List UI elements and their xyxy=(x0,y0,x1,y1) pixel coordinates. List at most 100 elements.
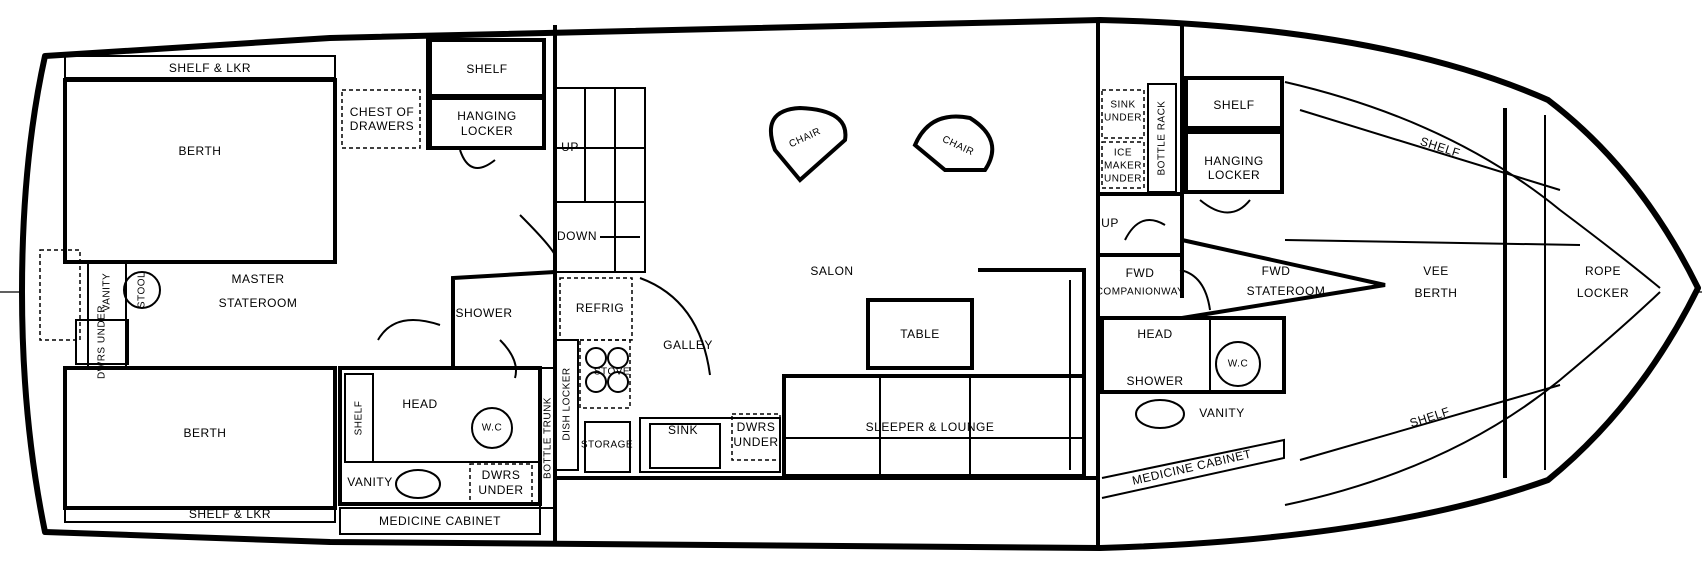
label-bottle-trunk: BOTTLE TRUNK xyxy=(543,397,554,479)
label-shelf-lkr-top: SHELF & LKR xyxy=(169,61,251,75)
lounge-back xyxy=(978,268,1086,476)
medicine-cabinet-fwd xyxy=(1101,438,1285,499)
stool-circle xyxy=(123,271,161,309)
shelf-lkr-bottom xyxy=(64,507,336,523)
label-shelf-aft: SHELF xyxy=(466,62,507,76)
chair-1 xyxy=(769,105,848,183)
label-dwrs-head-2: UNDER xyxy=(478,483,523,497)
label-hanging-aft-2: LOCKER xyxy=(461,124,513,138)
storage-box xyxy=(584,421,631,473)
shelf-fwd-box xyxy=(1184,76,1284,130)
companionway-arc xyxy=(1179,269,1211,311)
label-up-fwd: UP xyxy=(1101,216,1119,230)
up-fwd-arc xyxy=(1124,219,1166,241)
dwrs-galley-box xyxy=(731,413,781,461)
label-head-shower-1: HEAD xyxy=(1137,327,1172,341)
label-locker: LOCKER xyxy=(1577,286,1629,300)
label-sink-under-1: SINK xyxy=(1110,100,1135,111)
vee-berth-lower-2 xyxy=(1299,384,1561,461)
hull-contour-lower xyxy=(1284,291,1661,506)
door-arc-shower xyxy=(499,339,517,379)
label-berth-upper: BERTH xyxy=(179,144,222,158)
label-stateroom-fwd: STATEROOM xyxy=(1247,284,1326,298)
door-arc-head xyxy=(377,319,441,341)
label-vee: VEE xyxy=(1423,264,1449,278)
label-stool: STOOL xyxy=(137,272,148,308)
shower-aft-box xyxy=(451,270,556,368)
label-bottle-rack: BOTTLE RACK xyxy=(1157,101,1168,176)
label-vanity-aft: VANITY xyxy=(102,273,113,311)
door-arc-stairs xyxy=(519,214,556,256)
label-chest-1: CHEST OF xyxy=(350,105,414,119)
vanity-aft-box xyxy=(87,261,127,369)
chair-2 xyxy=(912,114,995,172)
medicine-cabinet-aft xyxy=(339,507,541,535)
label-hanging-aft-1: HANGING xyxy=(457,109,517,123)
label-stateroom-aft: STATEROOM xyxy=(219,296,298,310)
label-shower-aft: SHOWER xyxy=(456,306,513,320)
label-wc-fwd: W.C xyxy=(1228,359,1248,370)
label-head-aft: HEAD xyxy=(402,397,437,411)
label-sink-under-2: UNDER xyxy=(1104,113,1142,124)
stove-box xyxy=(579,339,631,409)
label-stove: STOVE xyxy=(594,367,630,378)
label-ice-3: UNDER xyxy=(1104,174,1142,185)
label-sleeper: SLEEPER & LOUNGE xyxy=(866,420,995,434)
label-dish-locker: DISH LOCKER xyxy=(562,367,573,440)
label-medicine-aft: MEDICINE CABINET xyxy=(379,514,501,528)
ice-maker-box xyxy=(1101,141,1145,189)
hull-contour-upper xyxy=(1284,81,1661,289)
label-shelf-fwd: SHELF xyxy=(1213,98,1254,112)
vanity-fwd-sink xyxy=(1135,399,1185,429)
dish-locker-box xyxy=(555,339,579,471)
label-companionway: COMPANIONWAY xyxy=(1096,287,1185,298)
hanging-locker-fwd-box xyxy=(1184,130,1284,194)
label-galley: GALLEY xyxy=(663,338,713,352)
label-table: TABLE xyxy=(900,327,940,341)
fwd-stateroom-wedge xyxy=(1181,238,1386,320)
label-chest-2: DRAWERS xyxy=(350,119,414,133)
table-box xyxy=(866,298,974,370)
label-ice-2: MAKER xyxy=(1104,161,1142,172)
label-rope: ROPE xyxy=(1585,264,1621,278)
galley-door-arc xyxy=(639,277,711,376)
dwrs-under-aft-box xyxy=(75,319,129,365)
label-dwrs-head-1: DWRS xyxy=(482,468,521,482)
stool-area xyxy=(39,249,81,341)
dwrs-head-box xyxy=(469,463,533,505)
berth-upper-box xyxy=(63,78,337,264)
label-dwrs-under-aft: DWRS UNDER xyxy=(97,305,108,379)
label-wc-aft: W.C xyxy=(482,423,502,434)
vee-berth-upper xyxy=(1284,239,1581,246)
label-vanity-fwd: VANITY xyxy=(1199,406,1244,420)
fwd-door-arc xyxy=(1199,199,1251,214)
label-storage: STORAGE xyxy=(581,440,633,451)
label-down: DOWN xyxy=(557,229,597,243)
sink-under-box xyxy=(1101,89,1145,139)
label-up-aft: UP xyxy=(561,140,579,154)
label-head-shower-2: SHOWER xyxy=(1127,374,1184,388)
label-hanging-fwd-2: LOCKER xyxy=(1208,168,1260,182)
vanity-head-sink xyxy=(395,469,441,499)
wc-aft-icon xyxy=(471,407,513,449)
label-shelf-head: SHELF xyxy=(354,401,365,436)
label-dwrs-galley-2: UNDER xyxy=(733,435,778,449)
label-ice-1: ICE xyxy=(1114,148,1132,159)
label-dwrs-galley-1: DWRS xyxy=(737,420,776,434)
label-berth-vee: BERTH xyxy=(1415,286,1458,300)
label-salon: SALON xyxy=(810,264,853,278)
stairs-down xyxy=(554,201,646,273)
vee-berth-upper-2 xyxy=(1299,109,1561,191)
wc-fwd-icon xyxy=(1215,341,1261,387)
sink-galley-box xyxy=(649,423,721,469)
label-master: MASTER xyxy=(231,272,284,286)
door-arc-hanging-locker xyxy=(459,149,496,169)
label-fwd-left: FWD xyxy=(1126,266,1155,280)
label-fwd-right: FWD xyxy=(1262,264,1291,278)
label-sink-galley: SINK xyxy=(668,423,698,437)
label-refrig: REFRIG xyxy=(576,301,624,315)
chest-of-drawers xyxy=(341,89,421,149)
label-shelf-lkr-bottom: SHELF & LKR xyxy=(189,507,271,521)
hull-outline xyxy=(19,17,1701,551)
